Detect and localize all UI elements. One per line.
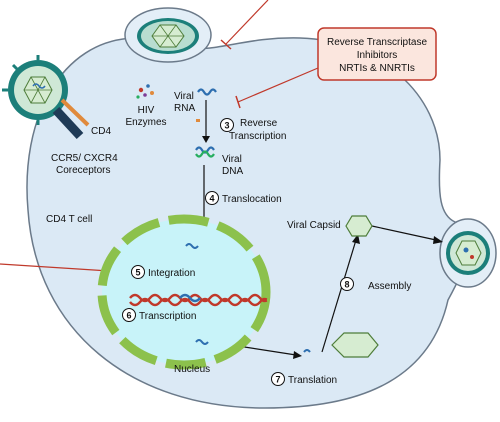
viral-dna-label-line1: Viral <box>222 154 242 165</box>
inhibition-line <box>237 67 319 103</box>
step-5-number: 5 <box>135 268 140 278</box>
inhibitor-box-line1: Reverse Transcriptase <box>327 37 427 48</box>
entry-inhibition-bar <box>220 39 232 50</box>
inhibitor-box-line2: Inhibitors <box>357 50 398 61</box>
mature-virion <box>439 218 497 288</box>
step-6-badge: 6 <box>122 308 136 322</box>
step-7-number: 7 <box>275 375 280 385</box>
nuclear-dna-icon <box>185 243 199 249</box>
viral-capsid-label: Viral Capsid <box>287 220 341 231</box>
cd4-t-cell <box>26 36 471 409</box>
viral-dna-icon <box>195 146 215 158</box>
inhibitor-box <box>317 27 437 81</box>
inhibition-bar <box>235 95 241 109</box>
entry-inhibition-line <box>225 0 269 45</box>
step-7-label: Translation <box>288 375 337 386</box>
cd4-receptor <box>60 98 90 127</box>
step-3-label-line1: Reverse <box>240 118 278 129</box>
reverse-transcriptase-icon <box>196 119 200 122</box>
step-4-label: Translocation <box>222 194 282 205</box>
nucleus <box>102 219 266 365</box>
hiv-enzymes-label-line1: HIV <box>138 105 155 116</box>
cell-label: CD4 T cell <box>46 214 92 225</box>
hiv-enzymes-icon <box>136 84 154 99</box>
step-6-label: Transcription <box>139 311 196 322</box>
budding-virion <box>124 7 212 63</box>
step-3-label-line2: Transcription <box>229 131 286 142</box>
step-4-number: 4 <box>209 194 214 204</box>
coreceptors-label-line1: CCR5/ CXCR4 <box>51 153 118 164</box>
step-3-badge: 3 <box>220 118 234 132</box>
viral-dna-label-line2: DNA <box>222 166 243 177</box>
coreceptor <box>52 106 84 140</box>
step-6-number: 6 <box>126 311 131 321</box>
nucleus-label: Nucleus <box>174 364 210 375</box>
viral-rna-label-line1: Viral <box>174 91 194 102</box>
nuclear-envelope <box>97 214 271 370</box>
hiv-virion <box>2 55 68 125</box>
cytoplasm-mrna-icon <box>303 349 311 353</box>
inhibitor-box-line3: NRTIs & NNRTIs <box>339 63 415 74</box>
cd4-label: CD4 <box>91 126 111 137</box>
mrna-icon <box>195 339 209 345</box>
hiv-enzymes-label-line2: Enzymes <box>125 117 166 128</box>
step-4-badge: 4 <box>205 191 219 205</box>
step-8-badge: 8 <box>340 277 354 291</box>
step-8-label: Assembly <box>368 281 411 292</box>
viral-rna-icon <box>197 88 217 96</box>
step-5-badge: 5 <box>131 265 145 279</box>
step-7-badge: 7 <box>271 372 285 386</box>
step-8-number: 8 <box>344 280 349 290</box>
step-3-number: 3 <box>224 121 229 131</box>
viral-rna-label-line2: RNA <box>174 103 195 114</box>
host-dna-icon <box>129 293 268 307</box>
viral-capsid-icon <box>345 215 373 237</box>
coreceptors-label-line2: Coreceptors <box>56 165 110 176</box>
step-5-label: Integration <box>148 268 195 279</box>
capsid-icon <box>331 332 379 358</box>
